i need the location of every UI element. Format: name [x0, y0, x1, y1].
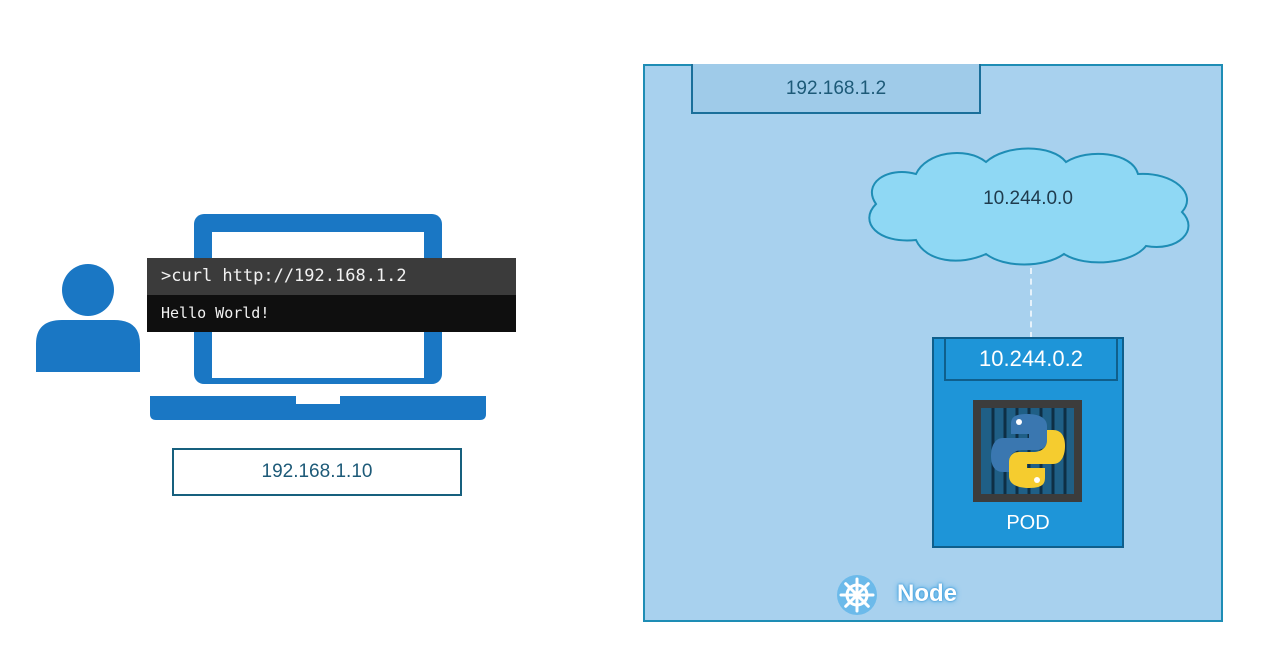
network-link-line [1030, 268, 1032, 338]
cloud-icon [868, 147, 1190, 266]
user-icon [36, 264, 140, 372]
terminal-output: Hello World! [147, 295, 516, 332]
container-icon [973, 400, 1082, 502]
client-ip-box: 192.168.1.10 [172, 448, 462, 496]
kubernetes-helm-icon [837, 575, 877, 615]
node-ip-box: 192.168.1.2 [691, 64, 981, 114]
pod-label: POD [1006, 512, 1050, 534]
terminal-window: >curl http://192.168.1.2 Hello World! [147, 258, 516, 332]
node-label: Node [897, 580, 957, 607]
pod-ip-box: 10.244.0.2 [944, 337, 1118, 381]
python-icon [991, 414, 1065, 488]
pod-network-label: 10.244.0.0 [983, 188, 1073, 209]
terminal-command: >curl http://192.168.1.2 [147, 258, 516, 295]
